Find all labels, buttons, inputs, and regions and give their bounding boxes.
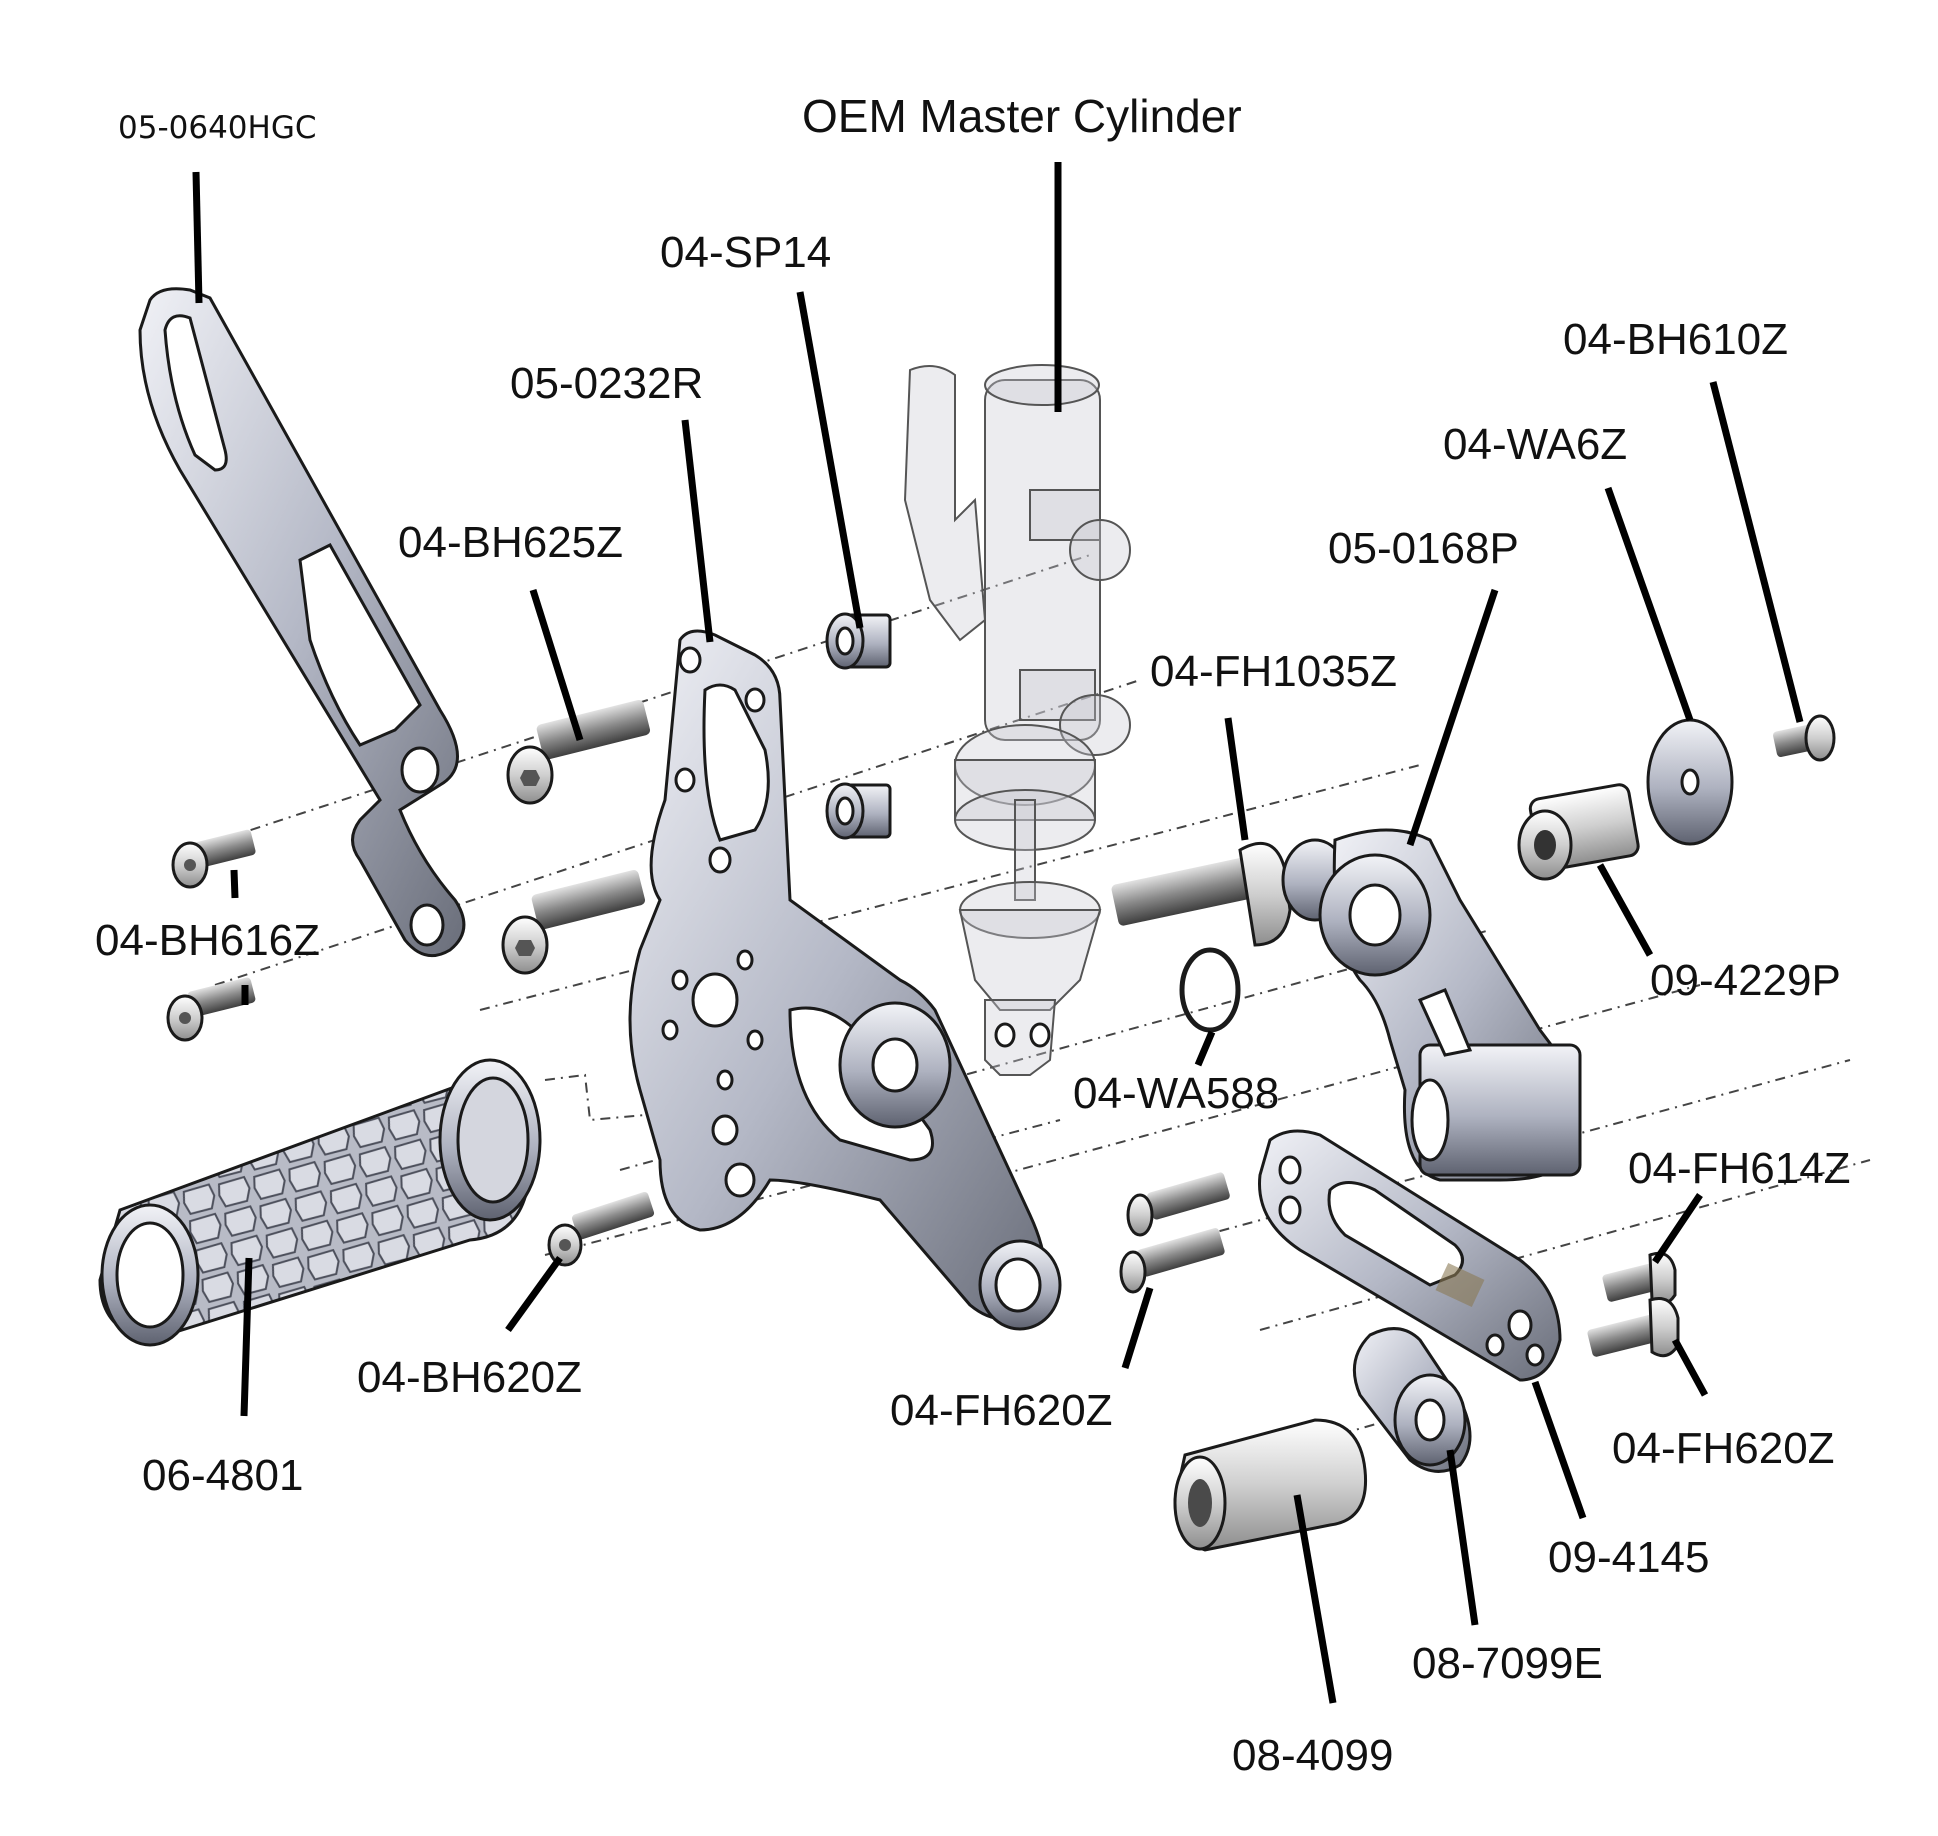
label-04-fh620z-left: 04-FH620Z [890,1386,1113,1435]
bolt-fh620z-right [1587,1297,1680,1358]
label-04-bh620z: 04-BH620Z [357,1353,582,1402]
label-oem-master-cylinder: OEM Master Cylinder [802,90,1242,142]
bolt-bh616z-lower [166,977,256,1042]
label-04-sp14: 04-SP14 [660,228,831,277]
label-04-fh1035z: 04-FH1035Z [1150,647,1397,696]
bolt-fh620z-left-upper [1126,1172,1230,1237]
circlip-wa588 [1179,947,1241,1033]
label-09-4229p: 09-4229P [1650,956,1841,1005]
label-05-0232r: 05-0232R [510,359,703,408]
label-04-bh610z: 04-BH610Z [1563,315,1788,364]
label-09-4145: 09-4145 [1548,1533,1709,1582]
label-04-bh616z: 04-BH616Z [95,916,320,965]
label-05-0168p: 05-0168P [1328,524,1519,573]
bolt-bh610z [1773,714,1836,762]
rearset-bracket [628,629,1062,1331]
spacer-upper [825,612,892,670]
heel-guard-plate [138,287,466,958]
bolt-bh625z-upper [506,699,651,805]
bolt-bh616z-upper [171,829,256,889]
label-05-0640hgc: 05-0640HGC [118,110,317,146]
foot-peg-06-4801 [98,1058,542,1347]
washer-wa6z [1646,718,1734,846]
link-plate-09-4145 [1258,1129,1562,1382]
bolt-fh620z-left-lower [1119,1228,1225,1294]
label-04-fh620z-right: 04-FH620Z [1612,1424,1835,1473]
part-labels: 05-0640HGC OEM Master Cylinder 04-SP14 0… [95,90,1851,1780]
label-08-7099e: 08-7099E [1412,1639,1603,1688]
sleeve-08-4099 [1173,1418,1368,1552]
bolt-fh1035z [1111,841,1292,947]
label-08-4099: 08-4099 [1232,1731,1393,1780]
label-04-bh625z: 04-BH625Z [398,518,623,567]
spacer-lower [825,782,892,840]
label-06-4801: 06-4801 [142,1451,303,1500]
eccentric-08-7099e [1352,1327,1472,1473]
bushing-09-4229p [1517,783,1640,881]
brake-lever-arm [1281,828,1582,1182]
label-04-wa6z: 04-WA6Z [1443,420,1627,469]
leader-lines [192,162,1804,1704]
bolt-bh620z [547,1191,655,1267]
label-04-fh614z: 04-FH614Z [1628,1144,1851,1193]
bolt-bh625z-lower [501,869,646,975]
bolt-fh614z [1602,1251,1677,1306]
oem-master-cylinder [903,364,1131,1076]
label-04-wa588: 04-WA588 [1073,1069,1279,1118]
